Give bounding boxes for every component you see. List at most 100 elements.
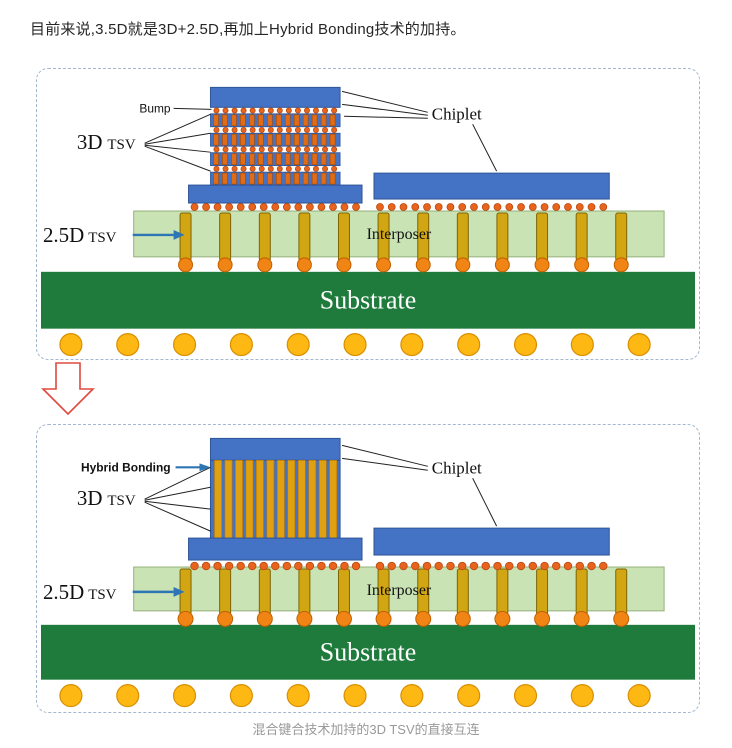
- solder-ball: [513, 333, 538, 357]
- micro-bump: [258, 146, 265, 153]
- solder-ball: [286, 684, 310, 708]
- micro-bump: [493, 203, 502, 211]
- micro-bump: [563, 561, 573, 571]
- hybrid-tsv-stripe: [255, 459, 264, 539]
- solder-ball: [172, 333, 197, 357]
- stack-base-die: [188, 184, 363, 204]
- tsv-via: [311, 133, 318, 146]
- pillar-bump: [573, 610, 590, 627]
- pillar-bump: [574, 257, 590, 273]
- tsv-via: [257, 133, 264, 146]
- tsv-via: [293, 172, 300, 185]
- micro-bump: [213, 165, 220, 172]
- tsv-via: [231, 153, 237, 165]
- solder-ball-row: [59, 684, 651, 708]
- micro-bump: [340, 203, 349, 211]
- micro-bump: [282, 561, 292, 571]
- tsv-via: [257, 172, 264, 185]
- solder-ball: [400, 684, 424, 708]
- micro-bump: [225, 203, 234, 211]
- tsv-via: [311, 153, 318, 165]
- tsv-via: [213, 133, 219, 146]
- micro-bump: [202, 203, 210, 211]
- tsv-via: [320, 153, 327, 165]
- solder-ball: [229, 333, 253, 357]
- micro-bump: [312, 146, 319, 153]
- micro-bump: [322, 146, 329, 153]
- micro-bump: [240, 126, 247, 133]
- micro-bump: [190, 203, 199, 211]
- tsv-via: [275, 133, 282, 146]
- micro-bump: [528, 203, 537, 211]
- micro-bump: [213, 126, 220, 133]
- tsv-via: [240, 153, 246, 165]
- tsv-via: [240, 133, 246, 146]
- micro-bump: [213, 146, 220, 153]
- micro-bump: [249, 165, 256, 172]
- tsv-via: [320, 172, 327, 185]
- hybrid-tsv-stripe: [276, 459, 285, 539]
- pillar-bump: [217, 610, 234, 627]
- micro-bump: [294, 561, 303, 571]
- solder-ball: [229, 684, 253, 708]
- tsv-via: [231, 133, 237, 146]
- micro-bump: [352, 203, 360, 211]
- micro-bump: [329, 203, 337, 211]
- micro-bump: [303, 126, 310, 133]
- micro-bump: [587, 203, 596, 211]
- micro-bump: [267, 165, 274, 172]
- tsv-via: [275, 114, 282, 127]
- micro-bump: [331, 126, 338, 133]
- tsv-pillar: [219, 568, 232, 616]
- tsv-via: [311, 172, 318, 185]
- micro-bump-row-left: [190, 203, 360, 211]
- tsv-pillar: [258, 212, 271, 262]
- micro-bump: [411, 561, 420, 571]
- micro-bump: [240, 146, 247, 153]
- pillar-bump: [257, 257, 273, 273]
- tsv-via: [240, 172, 246, 185]
- diagram-panel-bump: Substrate Interposer Bump: [36, 68, 700, 360]
- diagram-panel-hybrid-bonding: Substrate Interposer Hybrid Bonding: [36, 424, 700, 713]
- pillar-bump: [454, 610, 471, 627]
- tsv-via: [329, 172, 336, 185]
- tsv-pillar: [536, 568, 549, 616]
- micro-bump: [240, 165, 247, 172]
- tsv-pillar: [496, 212, 509, 262]
- tsv-via: [266, 114, 273, 127]
- tsv-via: [249, 153, 255, 165]
- stack-top-die: [209, 437, 341, 461]
- micro-bump: [387, 203, 396, 211]
- pillar-bump: [534, 610, 551, 627]
- tsv-pillar: [456, 568, 469, 616]
- tsv-via: [213, 172, 219, 185]
- solder-ball-row: [59, 333, 651, 357]
- tsv-25d-number: 2.5D: [43, 223, 84, 247]
- tsv-via: [257, 153, 264, 165]
- tsv-via: [293, 114, 300, 127]
- tsv-via: [293, 133, 300, 146]
- micro-bump: [249, 107, 256, 114]
- micro-bump: [375, 561, 385, 571]
- tsv-via: [222, 172, 228, 185]
- tsv-3d-number: 3D: [77, 130, 103, 154]
- interposer-label: Interposer: [367, 582, 432, 599]
- tsv-via: [249, 114, 255, 127]
- stacked-die-layers: [210, 107, 341, 186]
- micro-bump: [258, 107, 265, 114]
- tsv-via: [329, 153, 336, 165]
- micro-bump: [340, 561, 349, 571]
- leader-lines: [144, 444, 498, 532]
- micro-bump: [285, 126, 292, 133]
- hybrid-tsv-stripe: [235, 459, 243, 539]
- micro-bump: [599, 203, 608, 211]
- solder-ball: [172, 684, 197, 708]
- solder-ball: [116, 684, 140, 708]
- solder-ball: [513, 684, 538, 708]
- tsv-pillar: [258, 568, 271, 616]
- figure-caption: 混合键合技术加持的3D TSV的直接互连: [252, 722, 480, 737]
- micro-bump: [303, 107, 310, 114]
